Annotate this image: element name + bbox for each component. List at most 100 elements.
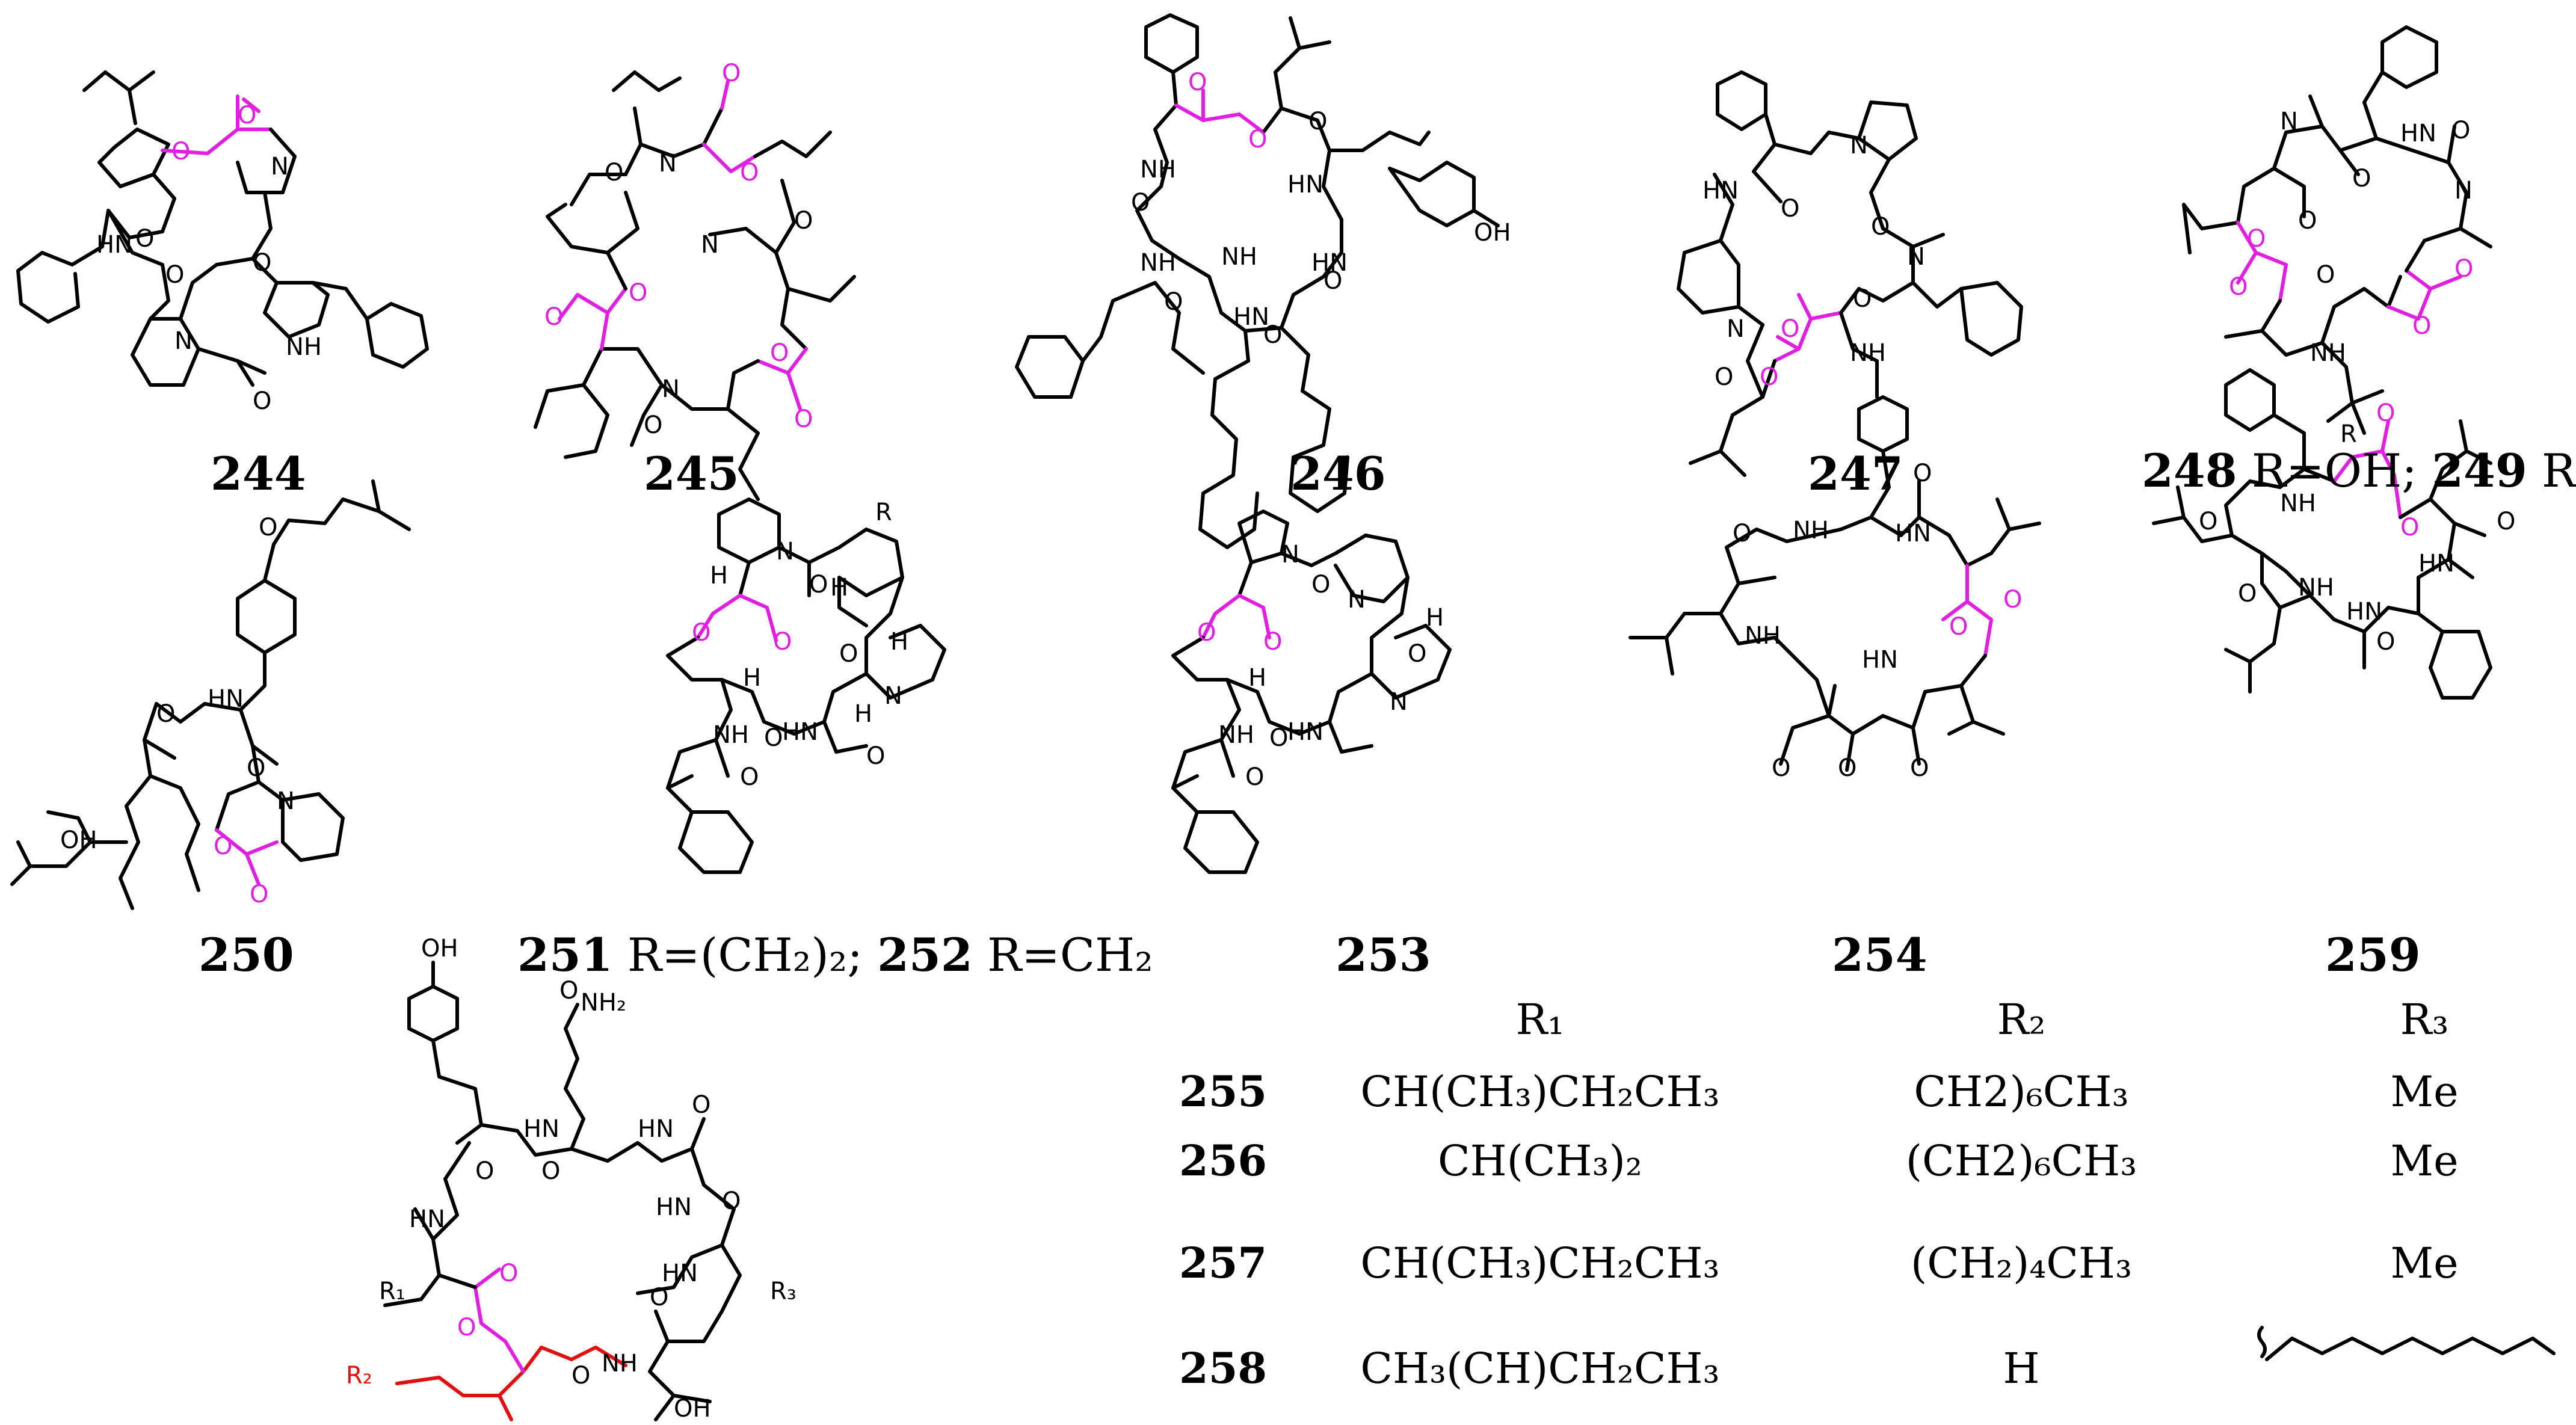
atom-n: N [662,375,680,403]
atom-o: O [2238,580,2257,608]
r3-chain-258 [2257,1326,2556,1361]
atom-n: N [174,327,193,355]
atom-o: O [1733,520,1751,547]
atom-o-ester: O [1949,613,1968,641]
atom-o: O [692,1091,710,1119]
atom-o-ester: O [171,138,190,165]
atom-nh: NH [1221,243,1257,271]
caption-251-252: 251 R=(CH₂)₂; 252 R=CH₂ [517,928,1153,982]
atom-n: N [271,153,289,180]
atom-nh2: NH₂ [581,989,626,1017]
atom-hn: HN [2418,550,2454,577]
atom-o: O [475,1157,494,1185]
table-cell-r3: Me [2390,1067,2459,1116]
atom-o: O [2316,261,2335,289]
atom-nh: NH [1140,156,1176,183]
structure-250: O HN O O N O O OH [10,479,411,910]
table-cell-r1: CH(CH₃)CH₂CH₃ [1360,1067,1720,1116]
atom-o: O [1323,267,1342,295]
atom-o: O [1715,363,1733,391]
atom-o: O [2298,207,2317,235]
atom-o-carbonyl: O [1188,69,1207,96]
atom-hn: HN [1287,171,1323,199]
atom-hn: HN [782,718,818,746]
table-row-id: 255 [1179,1066,1268,1116]
atom-o-ester: O [770,339,789,367]
table-row-id: 256 [1179,1136,1268,1186]
atom-hn: HN [523,1115,559,1143]
atom-oh: OH [674,1395,711,1423]
atom-o: O [2199,508,2217,535]
atom-o: O [644,411,662,439]
atom-o: O [722,1187,741,1215]
atom-r: R [875,499,892,526]
atom-nh: NH [2298,574,2334,602]
atom-n: N [701,231,719,259]
atom-o-carbonyl: O [238,102,256,129]
table-row-id: 257 [1179,1238,1268,1288]
atom-n: N [1281,541,1299,568]
table-cell-r1: CH₃(CH)CH₂CH₃ [1360,1344,1720,1393]
atom-oh: OH [1474,219,1511,247]
table-cell-r2: (CH₂)₄CH₃ [1910,1239,2133,1288]
atom-h: H [710,562,728,589]
caption-259: 259 [2325,928,2421,982]
atom-o: O [1853,285,1872,313]
atom-o-ester: O [1197,619,1216,647]
atom-r: R [2340,420,2357,448]
atom-o: O [1871,213,1890,241]
atom-o-carbonyl: O [544,303,563,331]
table-cell-r3: Me [2390,1136,2459,1186]
atom-n: N [659,150,677,177]
atom-hn: HN [662,1260,698,1287]
atom-o-carbonyl: O [2454,255,2473,283]
atom-o: O [1131,189,1150,217]
table-row-id: 258 [1179,1343,1268,1393]
structure-248-249: N HN O O N O O O O O O NH R [2182,25,2492,448]
atom-hn: HN [96,231,132,259]
atom-n: N [1727,315,1745,343]
atom-o: O [559,977,578,1005]
atom-o: O [1910,754,1929,782]
atom-nh: NH [602,1350,638,1377]
atom-o: O [1308,108,1327,135]
atom-o: O [764,724,783,752]
atom-h: H [1426,604,1444,632]
atom-o: O [650,1284,668,1311]
atom-n: N [1907,243,1925,271]
caption-247: 247 [1808,447,1903,500]
atom-o: O [1263,321,1282,349]
structure-244: HN O O O N O NH O N O [16,70,429,415]
atom-o-ester: O [214,833,232,860]
table-cell-r2: (CH2)₆CH₃ [1905,1136,2137,1186]
atom-r2: R₂ [346,1362,372,1390]
atom-o: O [1913,460,1932,487]
atom-oh: OH [60,826,97,854]
atom-o-ester: O [629,279,647,307]
atom-o-carbonyl: O [794,405,813,433]
table-header-r2: R₂ [1997,995,2046,1044]
atom-oh: OH [421,935,458,962]
atom-o: O [541,1157,560,1185]
atom-o: O [165,261,184,289]
caption-248-249: 248 R=OH; 249 R=H [2142,444,2576,497]
atom-o: O [1781,195,1799,223]
atom-o: O [605,159,623,186]
atom-hn: HN [1233,303,1269,331]
atom-o-carbonyl: O [722,60,741,87]
atom-hn: HN [1895,520,1931,547]
atom-o: O [253,249,271,277]
atom-h: H [1248,664,1266,692]
atom-o: O [2376,628,2395,656]
structure-246: NH O O O O HN OH HN O NH NH O HN O [1015,13,1511,549]
structure-259: O NH O O O HN NH O HN O [2152,368,2515,700]
atom-o: O [1245,763,1264,791]
atom-o: O [740,763,759,791]
atom-r1: R₁ [379,1278,405,1305]
atom-o-carbonyl: O [2376,399,2395,427]
atom-hn: HN [2400,120,2436,147]
atom-o: O [1164,288,1183,316]
atom-o: O [247,754,265,782]
atom-o: O [1311,571,1330,599]
